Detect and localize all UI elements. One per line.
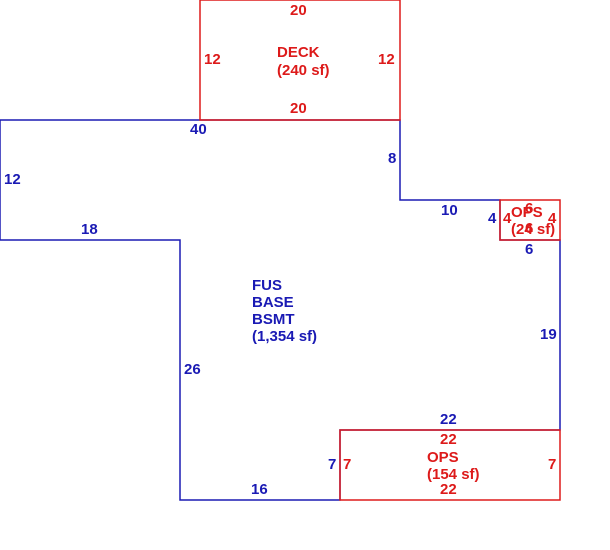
ops-small-dim-right: 4 [548,210,557,227]
main-label-fus: FUS [252,277,282,294]
ops-large-outline [339,429,561,501]
deck-dim-top: 20 [290,2,307,19]
ops-small-name: OPS [511,204,543,221]
main-dim-step-top: 8 [388,150,396,167]
ops-small-area: (24 sf) [511,221,555,238]
main-area: (1,354 sf) [252,328,317,345]
ops-small-dim-bottom: 6 [525,220,533,237]
ops-large-dim-left: 7 [343,456,351,473]
main-dim-left: 12 [4,171,21,188]
main-dim-notch: 10 [441,202,458,219]
deck-area: (240 sf) [277,62,330,79]
ops-large-dim-right: 7 [548,456,556,473]
ops-large-dim-bottom: 22 [440,481,457,498]
deck-dim-bottom: 20 [290,100,307,117]
ops-large-area: (154 sf) [427,466,480,483]
ops-large-name: OPS [427,449,459,466]
main-dim-notch-bottom: 6 [525,241,533,258]
deck-outline [199,0,401,121]
main-dim-bottom: 16 [251,481,268,498]
ops-small-outline [499,199,561,241]
main-dim-step-bottom: 18 [81,221,98,238]
main-dim-top: 40 [190,121,207,138]
main-dim-ops-top: 22 [440,411,457,428]
main-dim-inner-left: 26 [184,361,201,378]
deck-dim-left: 12 [204,51,221,68]
deck-dim-right: 12 [378,51,395,68]
deck-name: DECK [277,44,320,61]
main-dim-notch-side: 4 [488,210,497,227]
ops-small-dim-left: 4 [503,210,512,227]
main-dim-bottom-step: 7 [328,456,336,473]
main-label-base: BASE [252,294,294,311]
ops-large-dim-top: 22 [440,431,457,448]
ops-small-dim-top: 6 [525,200,533,217]
main-dim-right: 19 [540,326,557,343]
main-label-bsmt: BSMT [252,311,295,328]
